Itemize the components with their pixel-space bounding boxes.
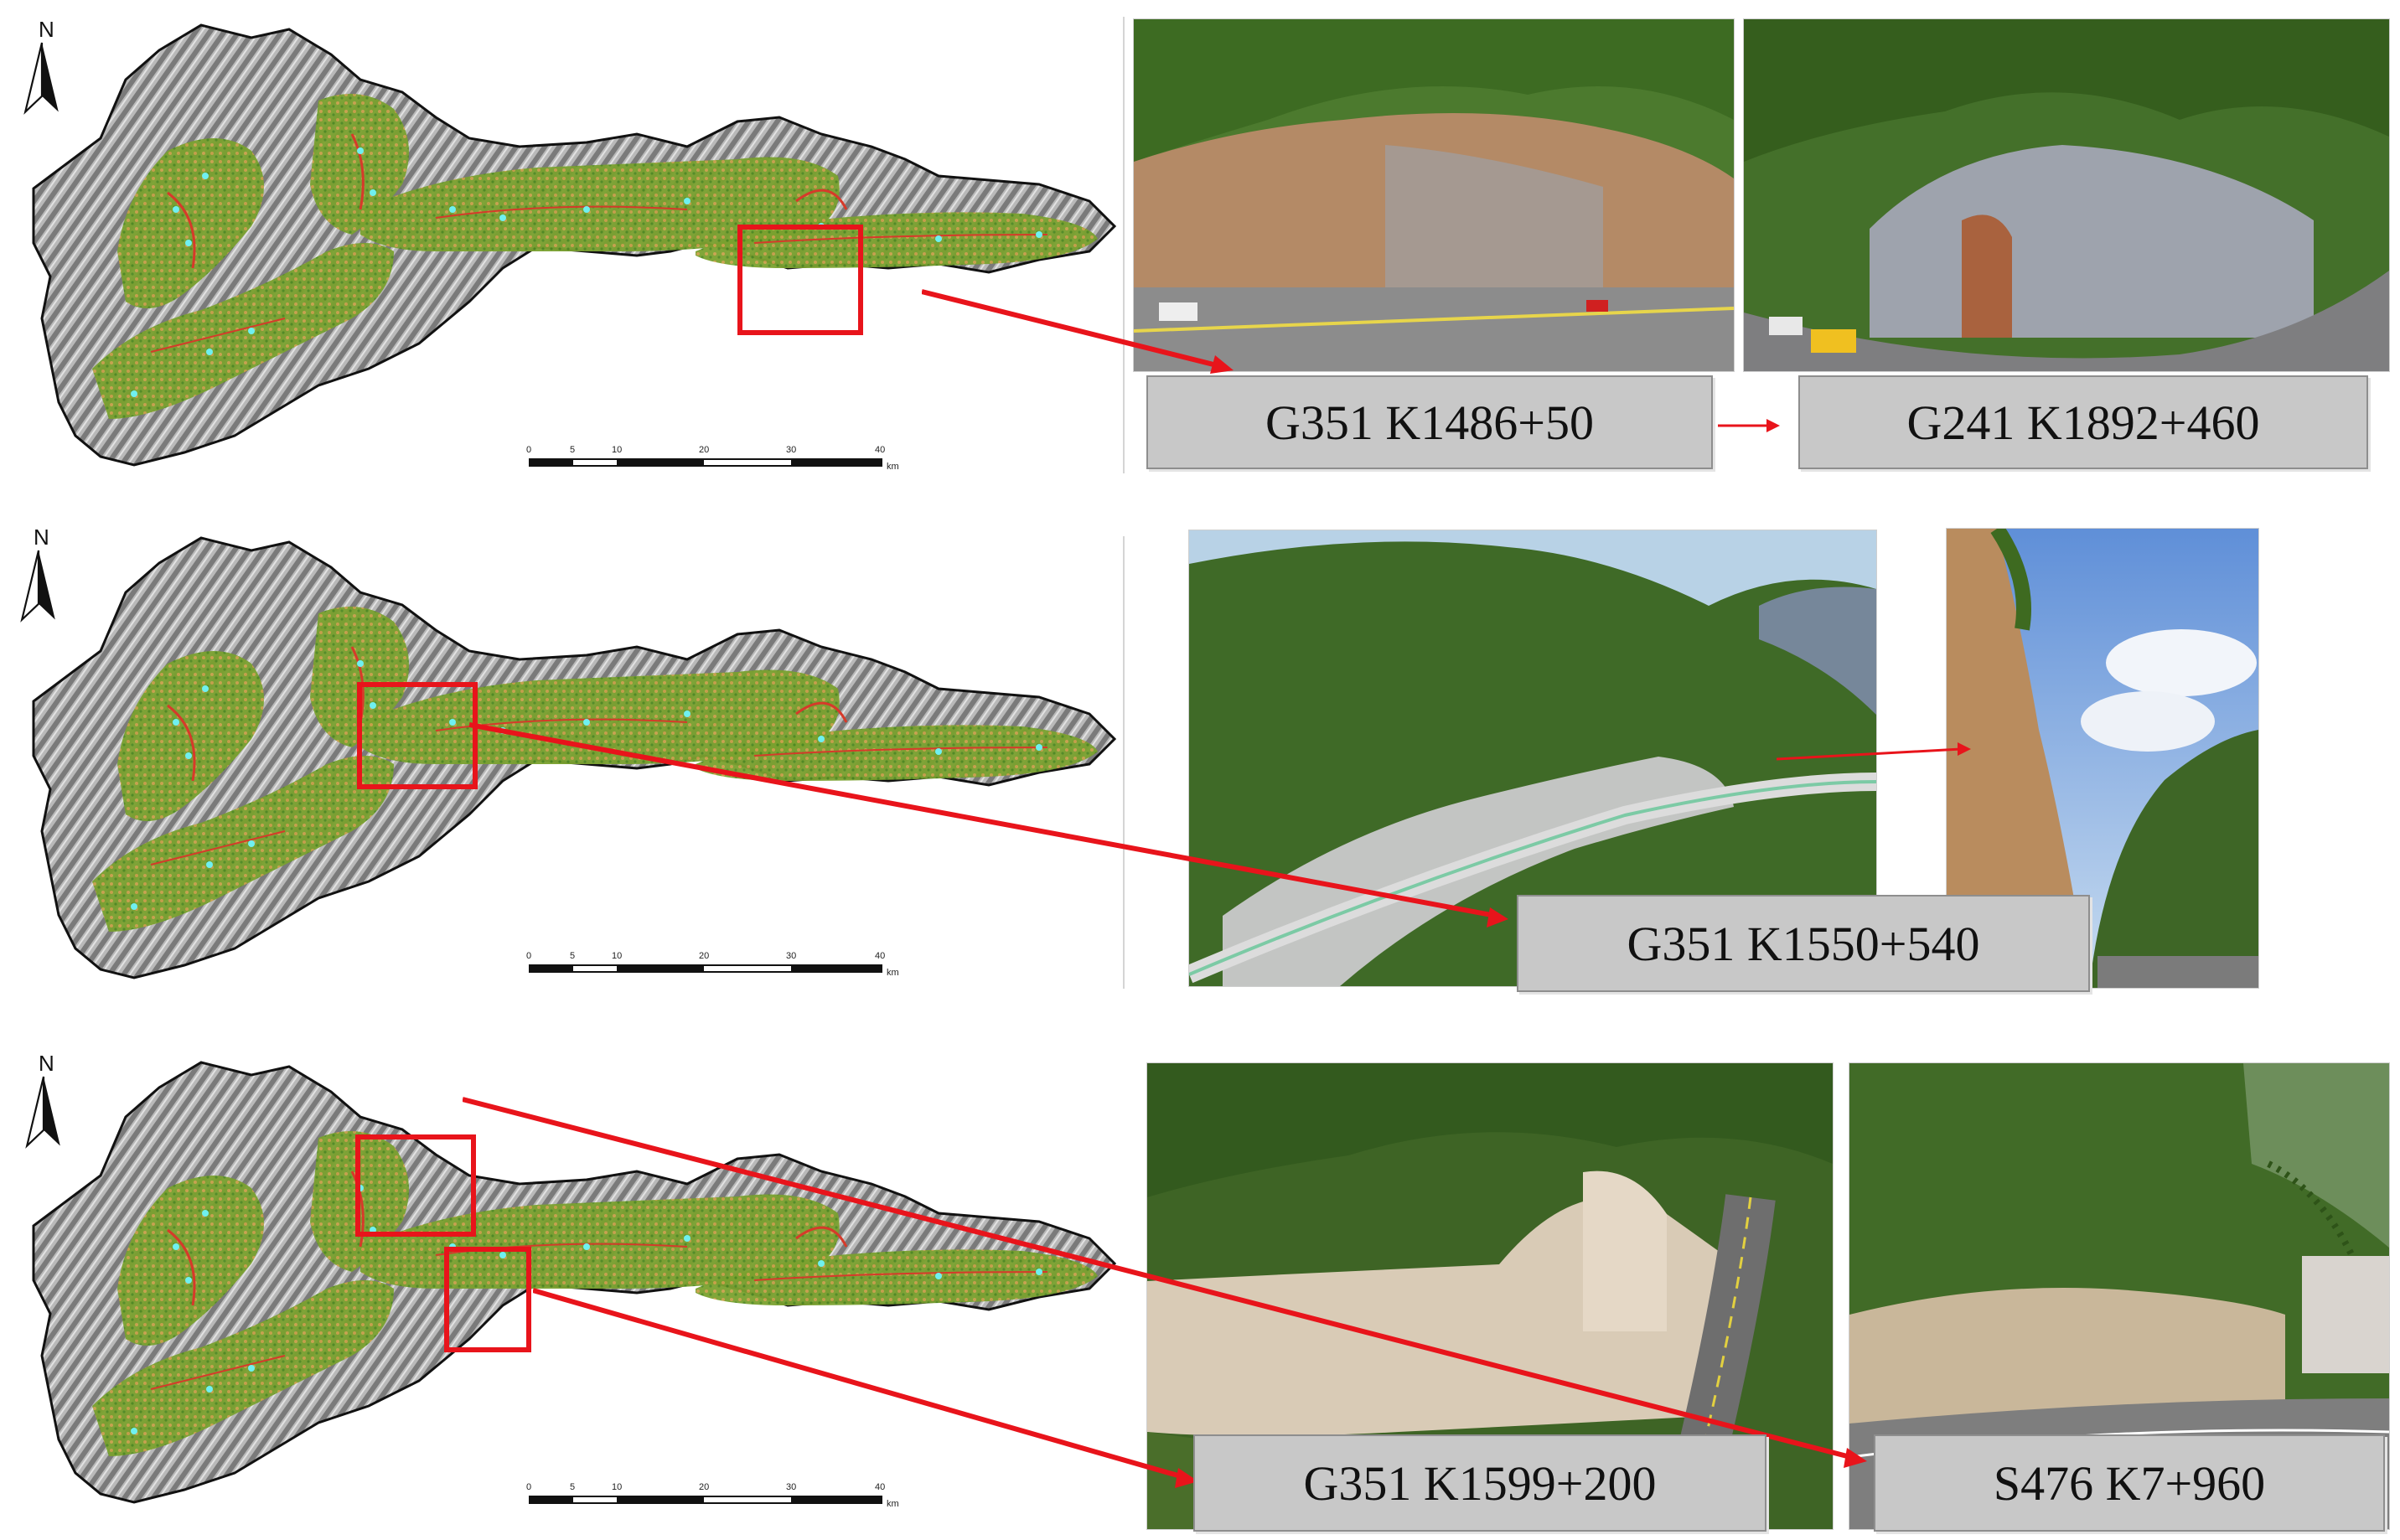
scale-tick: 5 [570, 1482, 575, 1492]
arrow-map-to-photo-4 [533, 1288, 1198, 1488]
location-label: G351 K1599+200 [1193, 1434, 1766, 1532]
north-label: N [34, 525, 49, 550]
map-panel-2: N 0 5 10 20 30 40 km [0, 513, 1140, 1015]
highlight-box [355, 1134, 476, 1237]
photo-slope-2 [1743, 18, 2390, 372]
scale-tick: 20 [699, 445, 709, 455]
scale-tick: 30 [786, 1482, 796, 1492]
highlight-box [357, 682, 478, 789]
scale-bar: 0 5 10 20 30 40 km [526, 1482, 899, 1506]
scale-tick: 40 [875, 951, 885, 961]
divider [1123, 536, 1125, 989]
arrow-map-to-photo-1 [922, 289, 1234, 374]
scale-tick: 0 [526, 951, 531, 961]
scale-tick: 20 [699, 1482, 709, 1492]
arrow-label-1-to-2 [1718, 419, 1780, 432]
scale-tick: 0 [526, 1482, 531, 1492]
photo-slope-1 [1133, 18, 1735, 372]
arrow-map-to-photo-2 [469, 722, 1508, 928]
scale-tick: 30 [786, 951, 796, 961]
study-area-map [0, 0, 1140, 503]
location-label: G351 K1550+540 [1517, 895, 2090, 992]
scale-bar: 0 5 10 20 30 40 km [526, 951, 899, 975]
scale-unit: km [887, 462, 899, 469]
scale-tick: 40 [875, 445, 885, 455]
map-panel-1: N 0 5 10 20 30 40 km [0, 0, 1140, 503]
scale-tick: 40 [875, 1482, 885, 1492]
scale-unit: km [887, 1499, 899, 1506]
arrow-map-to-photo-3 [463, 1097, 1867, 1468]
north-label: N [39, 1051, 54, 1076]
map-panel-3: N 0 5 10 20 30 40 km [0, 1037, 1140, 1540]
scale-tick: 30 [786, 445, 796, 455]
scale-tick: 20 [699, 951, 709, 961]
scale-tick: 0 [526, 445, 531, 455]
scale-tick: 5 [570, 445, 575, 455]
scale-tick: 10 [612, 445, 622, 455]
highlight-box [737, 225, 863, 335]
scale-unit: km [887, 968, 899, 975]
arrow-photo-inset [1777, 742, 1971, 761]
location-label: G241 K1892+460 [1798, 375, 2368, 469]
highlight-box [444, 1247, 531, 1352]
divider [1123, 17, 1125, 473]
location-label: G351 K1486+50 [1146, 375, 1713, 469]
scale-bar: 0 5 10 20 30 40 km [526, 445, 899, 469]
scale-tick: 5 [570, 951, 575, 961]
scale-tick: 10 [612, 1482, 622, 1492]
scale-tick: 10 [612, 951, 622, 961]
north-label: N [39, 17, 54, 42]
location-label: S476 K7+960 [1874, 1434, 2385, 1532]
